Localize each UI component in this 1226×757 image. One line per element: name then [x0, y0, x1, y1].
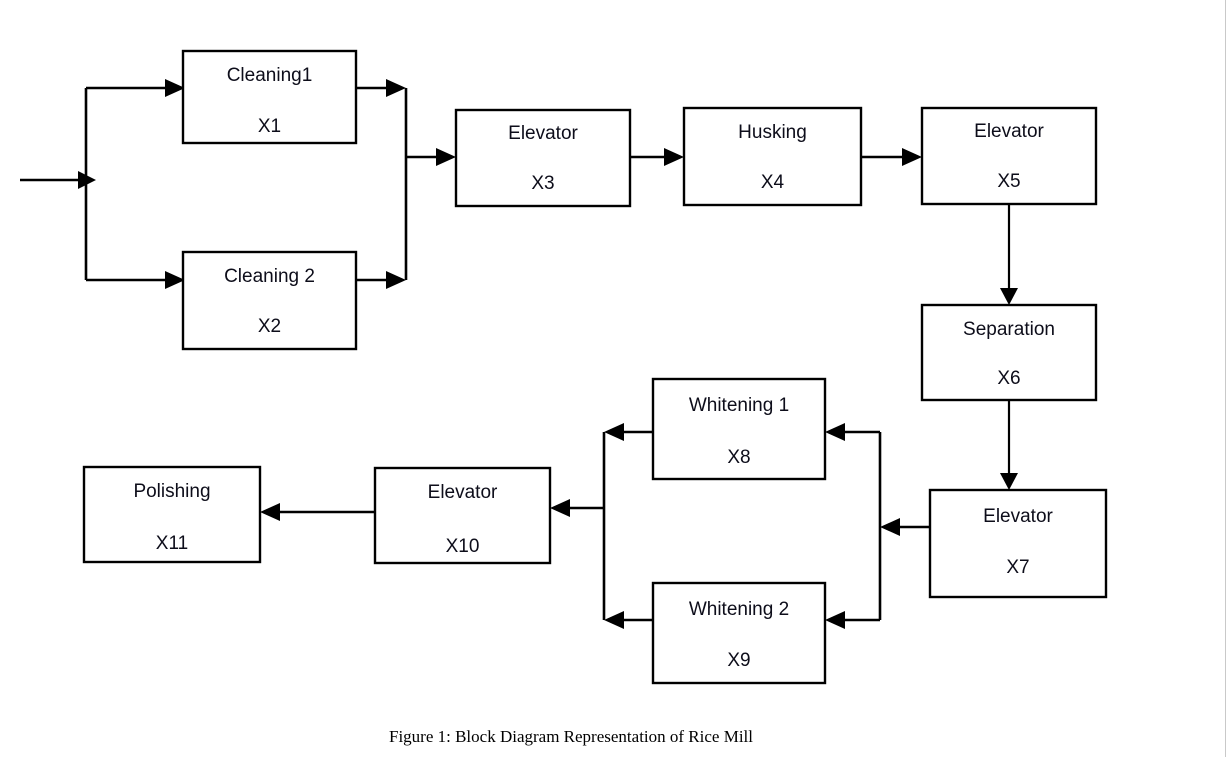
block-x11-code: X11: [156, 533, 188, 554]
connector-split-to-x1: [86, 79, 185, 97]
block-x2-code: X2: [258, 316, 281, 337]
connector-x9-to-merge-right: [604, 611, 653, 629]
connector-merge-to-x3: [406, 148, 456, 166]
connector-x6-to-x7: [1000, 400, 1018, 490]
block-x9[interactable]: Whitening 2 X9: [651, 581, 827, 685]
connector-layer: [20, 79, 1018, 629]
block-x11[interactable]: Polishing X11: [82, 465, 262, 564]
block-x3-title: Elevator: [508, 123, 578, 144]
figure-caption: Figure 1: Block Diagram Representation o…: [389, 727, 753, 746]
block-x2-title: Cleaning 2: [224, 266, 315, 287]
block-x8[interactable]: Whitening 1 X8: [651, 377, 827, 481]
block-x6-title: Separation: [963, 319, 1055, 340]
block-layer: Cleaning1 X1 Cleaning 2 X2 Elevator X3 H…: [82, 49, 1108, 685]
connector-input-to-split: [20, 171, 96, 189]
block-x7[interactable]: Elevator X7: [928, 488, 1108, 599]
block-x10-code-clip: X10: [446, 536, 480, 557]
block-x11-title: Polishing: [133, 481, 210, 502]
connector-x2-to-merge: [356, 271, 406, 289]
connector-split-to-x8: [825, 423, 880, 441]
block-x9-code: X9: [727, 650, 750, 671]
connector-x7-to-split-right: [880, 518, 930, 536]
connector-split-to-x9: [825, 611, 880, 629]
block-x10-title: Elevator: [428, 482, 498, 503]
block-x2[interactable]: Cleaning 2 X2: [181, 250, 358, 351]
block-x7-code: X7: [1006, 557, 1029, 578]
connector-x5-to-x6: [1000, 204, 1018, 305]
block-x8-code: X8: [727, 447, 750, 468]
block-x1-title: Cleaning1: [227, 65, 313, 86]
connector-x8-to-merge-right: [604, 423, 653, 441]
connector-x10-to-x11: [260, 503, 375, 521]
connector-x1-to-merge: [356, 79, 406, 97]
connector-x3-to-x4: [630, 148, 684, 166]
block-x10[interactable]: Elevator X10: [373, 466, 552, 565]
block-x1[interactable]: Cleaning1 X1: [181, 49, 358, 145]
connector-x4-to-x5: [861, 148, 922, 166]
block-x4-title: Husking: [738, 122, 807, 143]
block-x5-title: Elevator: [974, 121, 1044, 142]
block-x9-title: Whitening 2: [689, 599, 789, 620]
block-x3[interactable]: Elevator X3: [454, 108, 632, 208]
block-x4-code: X4: [761, 172, 785, 193]
block-x6-code: X6: [997, 368, 1020, 389]
block-x4[interactable]: Husking X4: [682, 106, 863, 207]
connector-merge-to-x10: [550, 499, 604, 517]
block-x6[interactable]: Separation X6: [920, 303, 1098, 402]
connector-split-to-x2: [86, 271, 185, 289]
block-x5[interactable]: Elevator X5: [920, 106, 1098, 206]
block-x10-code: X10: [446, 536, 480, 557]
block-x3-code: X3: [531, 173, 554, 194]
block-x7-title: Elevator: [983, 506, 1053, 527]
block-x5-code: X5: [997, 171, 1020, 192]
block-x1-code: X1: [258, 116, 281, 137]
block-x8-title: Whitening 1: [689, 395, 789, 416]
